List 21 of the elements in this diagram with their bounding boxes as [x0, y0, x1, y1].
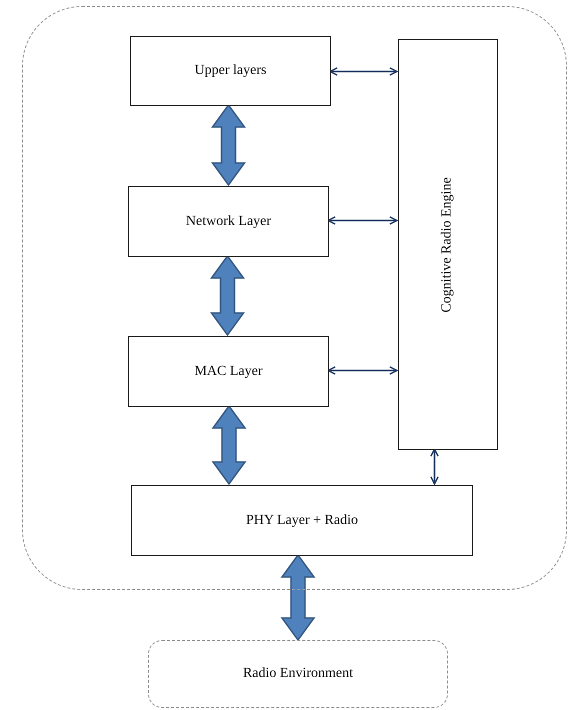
node-label: Network Layer — [186, 214, 272, 230]
node-label: Upper layers — [194, 63, 266, 79]
double-arrow — [430, 448, 439, 485]
double-arrow — [211, 104, 246, 186]
engine-box — [398, 39, 498, 450]
node-label: Radio Environment — [242, 666, 354, 682]
double-arrow — [280, 554, 316, 642]
system-boundary — [22, 6, 567, 590]
node-label: Cognitive Radio Engine — [440, 176, 456, 312]
double-arrow — [210, 254, 245, 336]
layer-box — [130, 36, 331, 106]
double-arrow — [212, 404, 246, 486]
layer-box — [128, 186, 329, 257]
double-arrow — [329, 67, 398, 76]
node-label: MAC Layer — [194, 364, 263, 380]
layer-box — [131, 485, 473, 556]
node-label: PHY Layer + Radio — [246, 512, 358, 528]
double-arrow — [327, 366, 398, 375]
double-arrow — [327, 216, 398, 225]
layer-box — [128, 336, 329, 407]
environment-box — [148, 640, 448, 708]
